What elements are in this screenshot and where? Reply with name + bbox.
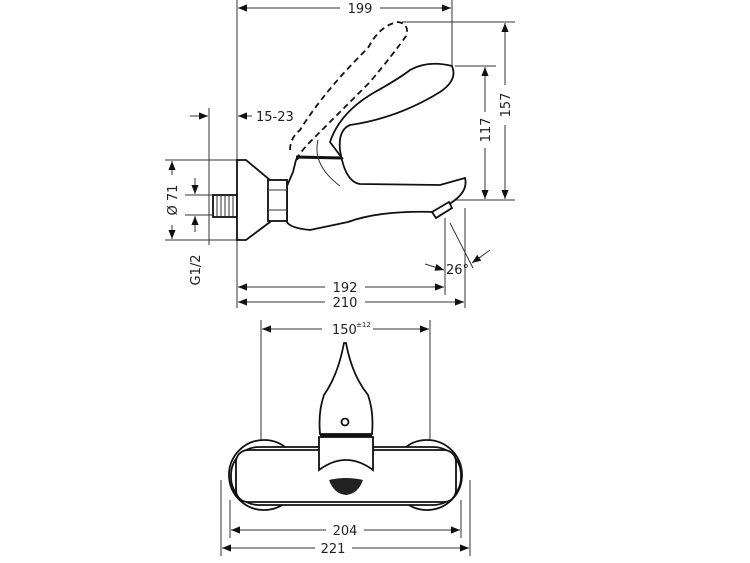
dim-221: 221 bbox=[321, 542, 346, 557]
side-view: 199 157 117 15-23 Ø 71 G1/2 26° 192 bbox=[165, 0, 515, 311]
aerator-front bbox=[329, 478, 363, 495]
dim-flange-diameter: Ø 71 bbox=[166, 185, 181, 216]
dim-192: 192 bbox=[333, 281, 358, 296]
dim-150: 150 bbox=[332, 323, 357, 338]
dim-199: 199 bbox=[348, 2, 373, 17]
dim-210: 210 bbox=[333, 296, 358, 311]
nut bbox=[267, 179, 288, 222]
dim-thread: G1/2 bbox=[189, 255, 204, 286]
faucet-body bbox=[286, 62, 467, 231]
dim-157: 157 bbox=[499, 93, 514, 118]
aerator bbox=[430, 200, 454, 220]
lever-screw bbox=[340, 417, 350, 427]
wall-flange bbox=[236, 159, 271, 241]
dim-angle: 26° bbox=[446, 263, 469, 278]
dim-150-tolerance: ±12 bbox=[356, 321, 371, 329]
dim-15-23: 15-23 bbox=[256, 110, 294, 125]
dim-117: 117 bbox=[479, 118, 494, 143]
lever-base bbox=[318, 436, 374, 472]
dim-204: 204 bbox=[333, 524, 358, 539]
angle-line bbox=[449, 222, 474, 269]
faucet-side-profile bbox=[212, 21, 467, 241]
front-view: 150 ±12 204 221 bbox=[220, 320, 471, 557]
